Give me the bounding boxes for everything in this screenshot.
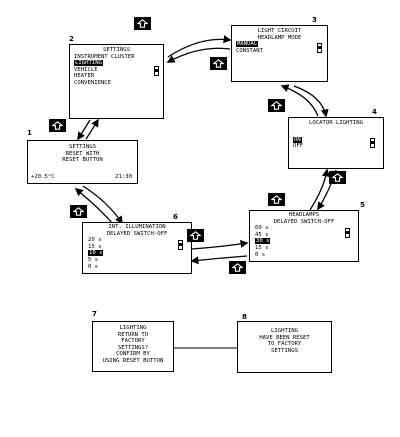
arrow-1-to-2 bbox=[85, 118, 99, 140]
scroll-indicator bbox=[317, 43, 322, 53]
return-button[interactable] bbox=[329, 171, 346, 184]
arrow-2-to-3 bbox=[167, 35, 232, 58]
return-arrow-icon bbox=[190, 231, 201, 240]
return-button[interactable] bbox=[70, 205, 87, 218]
arrow-1-to-6 bbox=[82, 185, 123, 225]
option-on-selected[interactable]: ON bbox=[293, 136, 302, 143]
screen-1-number: 1 bbox=[27, 129, 32, 137]
return-button[interactable] bbox=[134, 17, 151, 30]
screen-1-line: SETTINGS bbox=[69, 144, 96, 150]
screen-2-title: SETTINGS bbox=[103, 47, 130, 53]
return-arrow-icon bbox=[213, 59, 224, 68]
screen-7-reset-prompt: LIGHTING RETURN TO FACTORY SETTINGS? CON… bbox=[92, 321, 174, 372]
scroll-indicator bbox=[154, 66, 159, 76]
screen-7-line: CONFIRM BY bbox=[116, 351, 150, 358]
return-arrow-icon bbox=[271, 101, 282, 110]
screen-1-line: RESET BUTTON bbox=[62, 157, 103, 164]
option-off[interactable]: OFF bbox=[293, 143, 304, 150]
arrow-3-to-2 bbox=[166, 47, 231, 63]
option-45s[interactable]: 45 s bbox=[255, 231, 269, 238]
screen-7-line: USING RESET BUTTON bbox=[102, 357, 164, 364]
screen-8-line: TO FACTORY bbox=[267, 341, 302, 348]
screen-5-headlamps-delay: HEADLAMPS DELAYED SWITCH-OFF 60 s 45 s 3… bbox=[249, 210, 359, 262]
return-arrow-icon bbox=[332, 173, 343, 182]
return-button[interactable] bbox=[210, 57, 227, 70]
screen-5-number: 5 bbox=[360, 201, 365, 209]
screen-6-title: INT. ILLUMINATION bbox=[108, 224, 166, 230]
option-20s[interactable]: 20 s bbox=[88, 237, 102, 244]
scroll-indicator bbox=[178, 240, 183, 250]
clock-readout: 21:30 bbox=[115, 174, 132, 181]
screen-1-line: RESET WITH bbox=[65, 150, 100, 157]
menu-item-instrument-cluster[interactable]: INSTRUMENT CLUSTER bbox=[74, 53, 135, 60]
return-arrow-icon bbox=[271, 195, 282, 204]
screen-8-reset-confirmed: LIGHTING HAVE BEEN RESET TO FACTORY SETT… bbox=[237, 321, 332, 373]
option-60s[interactable]: 60 s bbox=[255, 225, 269, 232]
screen-7-line: RETURN TO bbox=[117, 331, 149, 338]
screen-6-interior-illumination-delay: INT. ILLUMINATION DELAYED SWITCH-OFF 20 … bbox=[82, 222, 192, 274]
screen-1-home: SETTINGS RESET WITH RESET BUTTON +20.5°C… bbox=[27, 140, 138, 184]
return-button[interactable] bbox=[229, 261, 246, 274]
screen-8-number: 8 bbox=[242, 313, 247, 321]
scroll-indicator bbox=[370, 138, 375, 148]
return-arrow-icon bbox=[137, 19, 148, 28]
option-10s-selected[interactable]: 10 s bbox=[88, 250, 104, 257]
option-15s[interactable]: 15 s bbox=[255, 244, 269, 251]
screen-8-line: LIGHTING bbox=[271, 328, 298, 334]
screen-7-line: FACTORY bbox=[121, 338, 145, 345]
option-0s[interactable]: 0 s bbox=[88, 263, 99, 270]
screen-6-subtitle: DELAYED SWITCH-OFF bbox=[106, 230, 168, 237]
option-5s[interactable]: 5 s bbox=[88, 256, 99, 263]
screen-7-line: SETTINGS? bbox=[117, 344, 149, 351]
option-0s[interactable]: 0 s bbox=[255, 251, 266, 258]
screen-8-line: HAVE BEEN RESET bbox=[259, 334, 310, 341]
arrow-5-to-6 bbox=[190, 255, 248, 265]
screen-2-settings-menu: SETTINGS INSTRUMENT CLUSTER LIGHTING VEH… bbox=[69, 44, 164, 119]
screen-3-subtitle: HEADLAMP MODE bbox=[257, 34, 302, 41]
screen-3-title: LIGHT CIRCUIT bbox=[257, 28, 302, 34]
screen-8-line: SETTINGS bbox=[271, 347, 298, 354]
arrow-6-to-5 bbox=[191, 239, 249, 250]
arrow-4-to-3 bbox=[280, 84, 319, 117]
return-arrow-icon bbox=[52, 121, 63, 130]
screen-5-subtitle: DELAYED SWITCH-OFF bbox=[273, 218, 335, 225]
menu-item-lighting-selected[interactable]: LIGHTING bbox=[74, 60, 103, 67]
screen-4-number: 4 bbox=[372, 108, 377, 116]
menu-item-convenience[interactable]: CONVENIENCE bbox=[74, 79, 112, 86]
return-arrow-icon bbox=[73, 207, 84, 216]
option-30s-selected[interactable]: 30 s bbox=[255, 238, 271, 245]
option-manual-selected[interactable]: MANUAL bbox=[236, 41, 259, 48]
screen-5-title: HEADLAMPS bbox=[288, 212, 320, 218]
screen-2-number: 2 bbox=[69, 35, 74, 43]
arrow-5-to-4 bbox=[309, 168, 330, 211]
return-arrow-icon bbox=[232, 263, 243, 272]
return-button[interactable] bbox=[187, 229, 204, 242]
arrow-3-to-4 bbox=[293, 85, 329, 118]
return-button[interactable] bbox=[268, 99, 285, 112]
screen-3-number: 3 bbox=[312, 16, 317, 24]
option-15s[interactable]: 15 s bbox=[88, 243, 102, 250]
arrow-2-to-1 bbox=[77, 119, 91, 141]
screen-4-title: LOCATOR LIGHTING bbox=[309, 120, 363, 126]
menu-item-heater[interactable]: HEATER bbox=[74, 73, 95, 80]
option-constant[interactable]: CONSTANT bbox=[236, 47, 263, 54]
screen-7-number: 7 bbox=[92, 310, 97, 318]
arrow-6-to-1 bbox=[74, 188, 114, 225]
screen-7-line: LIGHTING bbox=[119, 325, 147, 331]
return-button[interactable] bbox=[49, 119, 66, 132]
screen-3-headlamp-mode: LIGHT CIRCUIT HEADLAMP MODE MANUAL CONST… bbox=[231, 25, 328, 82]
scroll-indicator bbox=[345, 228, 350, 238]
menu-item-vehicle[interactable]: VEHICLE bbox=[74, 66, 98, 73]
return-button[interactable] bbox=[268, 193, 285, 206]
screen-4-locator-lighting: LOCATOR LIGHTING ON OFF bbox=[288, 117, 384, 169]
temperature-readout: +20.5°C bbox=[31, 174, 55, 181]
screen-6-number: 6 bbox=[173, 213, 178, 221]
